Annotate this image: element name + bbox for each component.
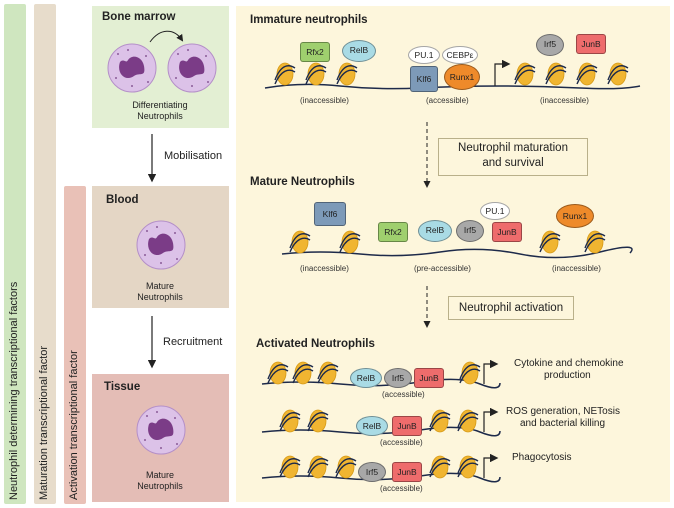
- access-act3: (accessible): [380, 484, 423, 493]
- tf-irf5-act1: Irf5: [384, 368, 412, 388]
- tf-relb: RelB: [342, 40, 376, 62]
- tf-runx1: Runx1: [444, 64, 480, 90]
- tf-relb-act2: RelB: [356, 416, 388, 436]
- tf-cebpe: CEBPε: [442, 46, 478, 64]
- outcome-cytokine-line1: Cytokine and chemokine: [514, 358, 624, 369]
- mobilisation-label: Mobilisation: [164, 150, 223, 162]
- tissue-cell: [136, 405, 186, 455]
- outcome-ros: ROS generation, NETosis and bacterial ki…: [506, 406, 666, 430]
- immature-title: Immature neutrophils: [250, 14, 368, 26]
- tissue-mature-label: Mature Neutrophils: [100, 470, 220, 492]
- tf-pu1: PU.1: [408, 46, 440, 64]
- blood-cell: [136, 220, 186, 270]
- tf-junb: JunB: [576, 34, 606, 54]
- differentiating-label: Differentiating Neutrophils: [100, 100, 220, 122]
- differentiation-arrow: [149, 30, 184, 43]
- blood-mature-line1: Mature: [145, 281, 174, 291]
- maturation-box-line1: Neutrophil maturation: [458, 142, 568, 154]
- outcome-cytokine: Cytokine and chemokine production: [514, 358, 664, 382]
- tf-klf6: Klf6: [410, 66, 438, 92]
- access-act2: (accessible): [380, 438, 423, 447]
- differentiating-cell-1: [107, 43, 157, 93]
- tf-rfx2: Rfx2: [300, 42, 330, 62]
- outcome-ros-line1: ROS generation, NETosis: [506, 406, 620, 417]
- access-act1: (accessible): [382, 390, 425, 399]
- activated-title: Activated Neutrophils: [256, 338, 375, 350]
- access-immature-3: (inaccessible): [540, 96, 589, 105]
- access-mature-2: (pre-accessible): [414, 264, 471, 273]
- access-mature-3: (inaccessible): [552, 264, 601, 273]
- recruitment-label: Recruitment: [163, 336, 223, 348]
- activation-box-label: Neutrophil activation: [458, 302, 564, 314]
- tf-klf6-mature: Klf6: [314, 202, 346, 226]
- tf-relb-act1: RelB: [350, 368, 382, 388]
- tissue-title: Tissue: [104, 381, 141, 393]
- tf-rfx2-mature: Rfx2: [378, 222, 408, 242]
- maturation-box: Neutrophil maturation and survival: [438, 138, 588, 176]
- blood-mature-label: Mature Neutrophils: [100, 281, 220, 303]
- blood-mature-line2: Neutrophils: [137, 292, 183, 302]
- blood-title: Blood: [106, 194, 139, 206]
- outcome-cytokine-line2: production: [544, 370, 591, 381]
- tf-junb-act3: JunB: [392, 462, 422, 482]
- access-immature-1: (inaccessible): [300, 96, 349, 105]
- dna-strand-mature: [281, 246, 633, 259]
- maturation-box-line2: and survival: [482, 157, 544, 169]
- tissue-mature-line2: Neutrophils: [137, 481, 183, 491]
- tf-irf5: Irf5: [536, 34, 564, 56]
- tss-arrow-1: [494, 59, 511, 86]
- tf-irf5-act3: Irf5: [358, 462, 386, 482]
- tf-junb-act2: JunB: [392, 416, 422, 436]
- outcome-ros-line2: and bacterial killing: [520, 418, 606, 429]
- activation-tf-bar: [64, 186, 86, 504]
- bone-marrow-title: Bone marrow: [102, 11, 176, 23]
- differentiating-line2: Neutrophils: [137, 111, 183, 121]
- access-immature-2: (accessible): [426, 96, 469, 105]
- tissue-mature-line1: Mature: [145, 470, 174, 480]
- tf-irf5-mature: Irf5: [456, 220, 484, 242]
- tf-runx1-mature: Runx1: [556, 204, 594, 228]
- outcome-phagocytosis: Phagocytosis: [512, 452, 572, 463]
- maturation-tf-bar: [34, 4, 56, 504]
- tf-relb-mature: RelB: [418, 220, 452, 242]
- activation-box: Neutrophil activation: [448, 296, 574, 320]
- access-mature-1: (inaccessible): [300, 264, 349, 273]
- tf-junb-act1: JunB: [414, 368, 444, 388]
- tf-pu1-mature: PU.1: [480, 202, 510, 220]
- differentiating-cell-2: [167, 43, 217, 93]
- differentiating-line1: Differentiating: [132, 100, 188, 110]
- tf-junb-mature: JunB: [492, 222, 522, 242]
- determining-tf-bar: [4, 4, 26, 504]
- mature-title: Mature Neutrophils: [250, 176, 355, 188]
